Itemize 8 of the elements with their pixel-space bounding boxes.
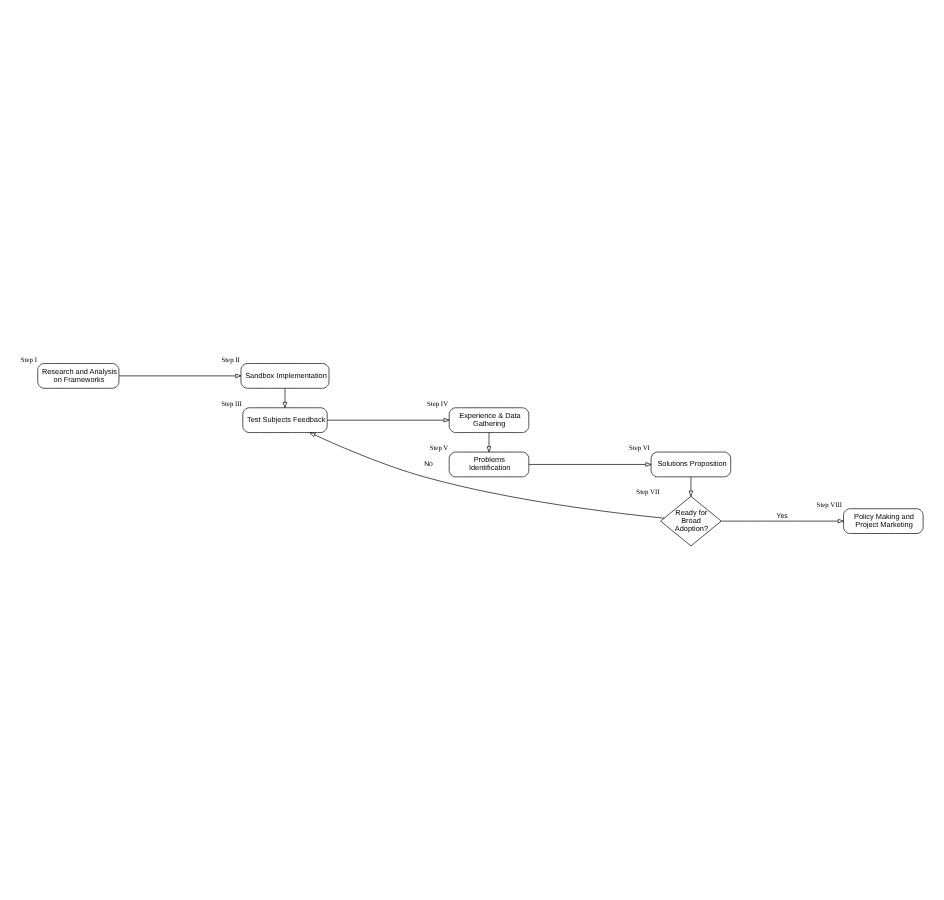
arrow bbox=[486, 431, 492, 452]
arrow bbox=[118, 372, 242, 378]
arrow bbox=[688, 475, 694, 496]
arrow bbox=[528, 461, 652, 466]
arrow bbox=[309, 431, 665, 518]
arrow bbox=[282, 387, 288, 407]
arrow bbox=[326, 416, 450, 422]
arrow bbox=[721, 517, 844, 523]
